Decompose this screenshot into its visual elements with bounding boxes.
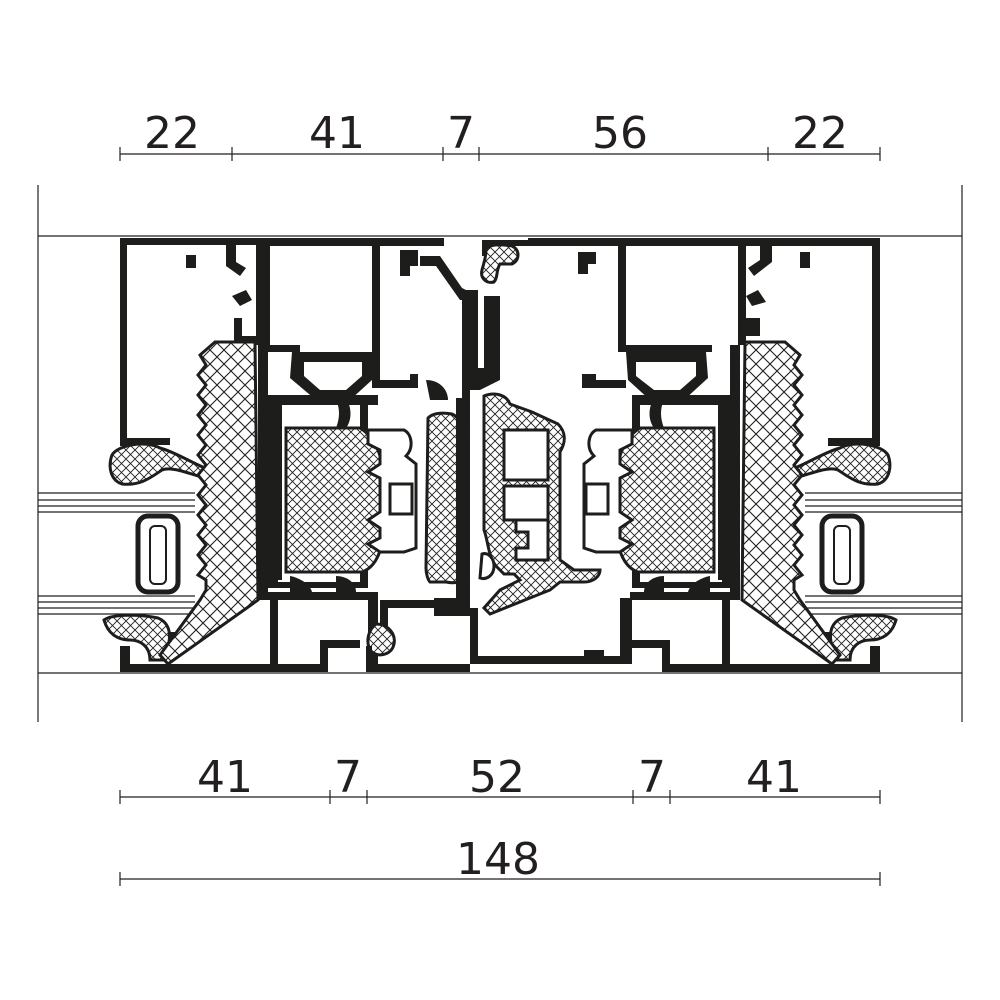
bottom-dimension-chain: 41 7 52 7 41 [119,752,881,804]
center-mullion-left [366,290,500,672]
center-mullion-right [478,238,880,664]
bottom-dim-3: 52 [469,752,525,803]
left-upper-chamber [262,238,470,400]
overall-dim: 148 [456,834,540,885]
right-glazing [805,492,962,615]
wall-lines [37,185,963,722]
left-outer-gasket [108,442,207,486]
bottom-dim-1: 41 [197,752,253,803]
top-dim-1: 22 [144,108,200,159]
center-top-gasket [480,243,520,284]
top-dim-2: 41 [309,108,365,159]
top-dimension-chain: 22 41 7 56 22 [119,108,881,161]
right-sash-profile [584,244,880,672]
right-insulation-block [612,395,730,592]
overall-dimension: 148 [119,834,881,886]
left-insulation-block [268,395,388,592]
bottom-dim-4: 7 [638,752,666,803]
top-dim-5: 22 [792,108,848,159]
right-thermal-break [740,340,842,667]
bottom-dim-2: 7 [334,752,362,803]
left-glazing [38,492,195,615]
top-dim-3: 7 [447,108,475,159]
right-outer-gasket [793,442,892,486]
bottom-dim-5: 41 [746,752,802,803]
top-dim-4: 56 [592,108,648,159]
left-thermal-break [158,340,260,667]
